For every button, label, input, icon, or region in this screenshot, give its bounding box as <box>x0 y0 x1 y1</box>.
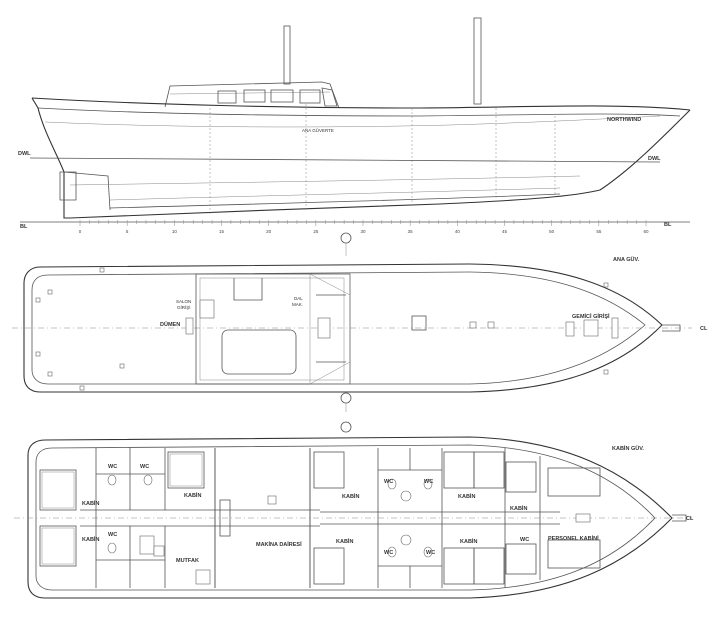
wc-label: WC <box>424 479 433 485</box>
rudder <box>59 171 77 201</box>
station-label: 60 <box>643 229 649 234</box>
dal-mak-label-1: DAL <box>294 296 303 301</box>
deckhouse <box>164 81 340 109</box>
station-label: 45 <box>502 229 508 234</box>
deck-hatch <box>411 315 427 331</box>
section-marker <box>340 392 352 404</box>
deck-label: ANA GÜVERTE <box>302 127 334 133</box>
profile-view: DWL DWL ANA GÜVERTE NORTHWIND BL BL 0 5 10… <box>18 17 691 234</box>
kabin-label: KABİN <box>184 492 201 499</box>
wc-label: WC <box>384 479 393 485</box>
salon-label-1: SALON <box>176 299 191 304</box>
station-label: 15 <box>219 229 225 234</box>
main-deck-plan: ANA GÜV. CL SALON GİRİŞİ DAL MAK. DÜMEN … <box>12 256 708 393</box>
cabin-deck-title: KABİN GÜV. <box>612 445 644 452</box>
kabin-label: KABİN <box>82 536 99 543</box>
kabin-label: KABİN <box>460 538 477 545</box>
gemici-label: GEMİCİ GİRİŞİ <box>572 313 610 320</box>
station-label: 0 <box>79 229 82 234</box>
station-scale: 0 5 10 15 20 25 30 35 40 45 50 55 60 <box>79 220 649 234</box>
bl-right-label: BL <box>664 222 672 228</box>
window <box>217 90 237 104</box>
mast-fore <box>473 17 482 105</box>
main-deck-outline <box>23 263 663 393</box>
station-label: 20 <box>266 229 272 234</box>
section-marker <box>340 421 352 433</box>
window <box>243 89 266 103</box>
wc-label: WC <box>520 537 529 543</box>
kabin-label: KABİN <box>458 493 475 500</box>
main-deck-title: ANA GÜV. <box>613 256 640 263</box>
personel-label: PERSONEL KABİNİ <box>548 535 599 542</box>
window <box>299 89 321 104</box>
wc-label: WC <box>108 532 117 538</box>
hatch <box>221 329 297 375</box>
window <box>270 89 294 103</box>
kabin-label: KABİN <box>82 500 99 507</box>
bl-left-label: BL <box>20 224 28 230</box>
station-label: 10 <box>172 229 178 234</box>
station-label: 25 <box>313 229 319 234</box>
kabin-label: KABİN <box>336 538 353 545</box>
station-label: 55 <box>596 229 602 234</box>
vessel-name: NORTHWIND <box>607 117 641 123</box>
dwl-line <box>29 157 661 163</box>
salon-label-2: GİRİŞİ <box>177 304 191 310</box>
cabin-deck-outline <box>27 436 673 599</box>
main-deck-cl: CL <box>700 326 708 332</box>
kabin-label: KABİN <box>510 505 527 512</box>
wc-label: WC <box>140 464 149 470</box>
helm <box>185 317 194 335</box>
dwl-right-label: DWL <box>648 156 661 162</box>
station-label: 50 <box>549 229 555 234</box>
cabin-deck-cl: CL <box>686 516 694 522</box>
wc-label: WC <box>426 550 435 556</box>
wc-label: WC <box>384 550 393 556</box>
dwl-left-label: DWL <box>18 151 31 157</box>
kabin-label: KABİN <box>342 493 359 500</box>
makina-label: MAKİNA DAİRESİ <box>256 541 302 548</box>
station-label: 30 <box>360 229 366 234</box>
dal-mak-label-2: MAK. <box>292 302 303 307</box>
sheer-line <box>31 97 691 111</box>
wc-label: WC <box>108 464 117 470</box>
hull-outline <box>31 97 691 219</box>
dumen-label: DÜMEN <box>160 321 180 328</box>
mutfak-label: MUTFAK <box>176 558 199 564</box>
station-label: 5 <box>126 229 129 234</box>
station-label: 35 <box>408 229 414 234</box>
section-marker <box>340 232 352 244</box>
cabin-deck-plan: KABİN GÜV. CL <box>14 436 694 599</box>
station-label: 40 <box>455 229 461 234</box>
mast-aft <box>283 25 291 85</box>
